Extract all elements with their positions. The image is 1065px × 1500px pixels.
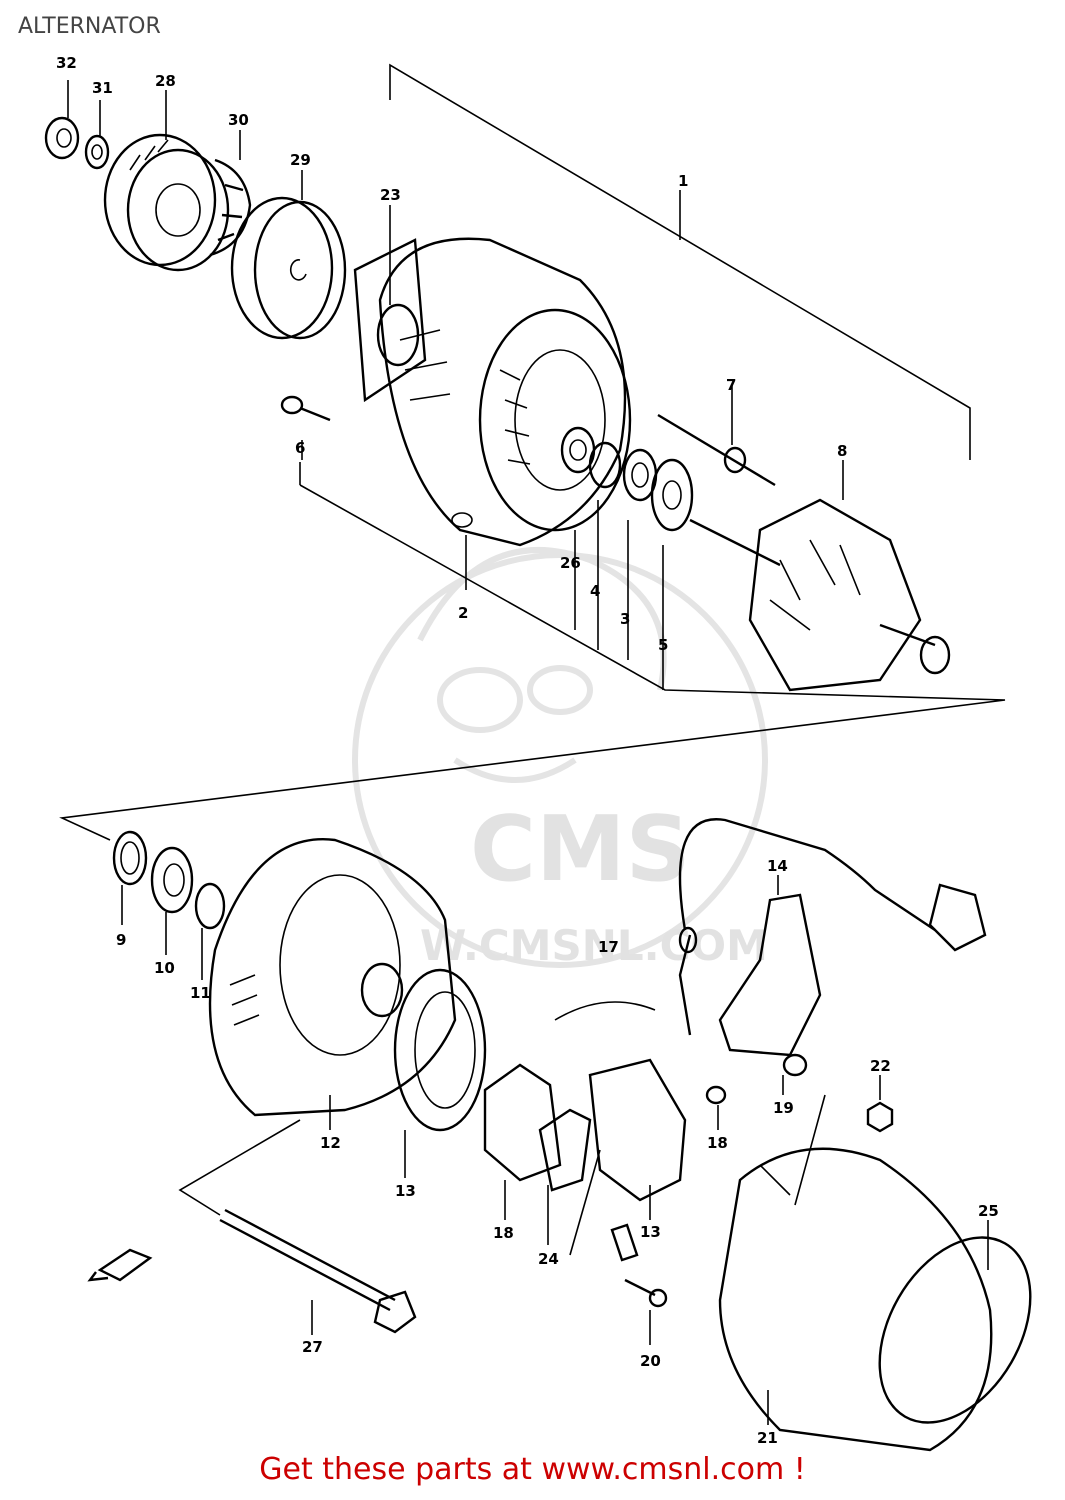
rear-housing-12 [208, 838, 457, 1130]
callout-30: 30 [228, 111, 249, 129]
callout-24: 24 [538, 1250, 559, 1268]
callout-20: 20 [640, 1352, 661, 1370]
pulley-28 [103, 90, 230, 272]
callout-10: 10 [154, 959, 175, 977]
callout-23: 23 [380, 186, 401, 204]
fan-30 [209, 130, 252, 257]
bearing-10 [150, 846, 194, 955]
callout-5: 5 [658, 636, 668, 654]
washer-31 [84, 100, 110, 170]
get-parts-link[interactable]: Get these parts at www.cmsnl.com ! [259, 1452, 806, 1487]
spacer-4 [588, 441, 622, 489]
front-housing-2 [378, 237, 632, 547]
callout-31: 31 [92, 79, 113, 97]
callout-11: 11 [190, 984, 211, 1002]
callout-12: 12 [320, 1134, 341, 1152]
bearing-retainer-23 [353, 205, 427, 403]
assembly-bracket-1 [59, 63, 1006, 841]
callout-17: 17 [598, 938, 619, 956]
callout-7: 7 [726, 376, 736, 394]
callout-22: 22 [870, 1057, 891, 1075]
rear-cover-21 [718, 1094, 993, 1452]
callout-26: 26 [560, 554, 581, 572]
insulator-24 [538, 1108, 592, 1245]
callout-8: 8 [837, 442, 847, 460]
callout-27: 27 [302, 1338, 323, 1356]
screw-19 [782, 1053, 808, 1095]
callout-3: 3 [620, 610, 630, 628]
callout-29: 29 [290, 151, 311, 169]
page-title: ALTERNATOR [18, 14, 161, 39]
cms-watermark-logo: CMS W.CMSNL.COM [352, 547, 768, 970]
seal-9 [112, 830, 148, 925]
callout-9: 9 [116, 931, 126, 949]
callout-18b: 18 [493, 1224, 514, 1242]
rectifier-13 [569, 1058, 687, 1256]
watermark-url: W.CMSNL.COM [420, 921, 768, 970]
wire-lead-17 [554, 818, 987, 1036]
callout-1: 1 [678, 172, 688, 190]
watermark-brand: CMS [470, 797, 690, 902]
callout-13b: 13 [640, 1223, 661, 1241]
bolt-27 [178, 1119, 417, 1335]
rotor-8 [689, 460, 951, 692]
cover-plate-5 [650, 458, 694, 532]
callout-4: 4 [590, 582, 600, 600]
regulator-16 [483, 1063, 562, 1220]
brush-holder-14 [718, 875, 822, 1057]
screw-20 [610, 1223, 668, 1345]
callout-19: 19 [773, 1099, 794, 1117]
screw-7 [657, 385, 776, 487]
pulley-nut-32 [44, 80, 80, 160]
front-direction-arrow-icon [87, 1248, 153, 1282]
gasket-25 [878, 1220, 1032, 1424]
callout-2: 2 [458, 604, 468, 622]
spacer-29 [230, 170, 347, 340]
callout-14: 14 [767, 857, 788, 875]
callout-32: 32 [56, 54, 77, 72]
ring-11 [194, 882, 226, 980]
nut-22 [866, 1075, 894, 1133]
callout-18a: 18 [707, 1134, 728, 1152]
callout-21: 21 [757, 1429, 778, 1447]
screw-18 [705, 1085, 727, 1130]
stator-13 [393, 968, 487, 1178]
callout-labels: 1 2 3 4 5 6 7 8 9 10 11 12 13 13 14 17 1… [56, 54, 999, 1447]
callout-25: 25 [978, 1202, 999, 1220]
callout-13a: 13 [395, 1182, 416, 1200]
callout-28: 28 [155, 72, 176, 90]
screw-6 [280, 395, 331, 460]
callout-6: 6 [295, 439, 305, 457]
